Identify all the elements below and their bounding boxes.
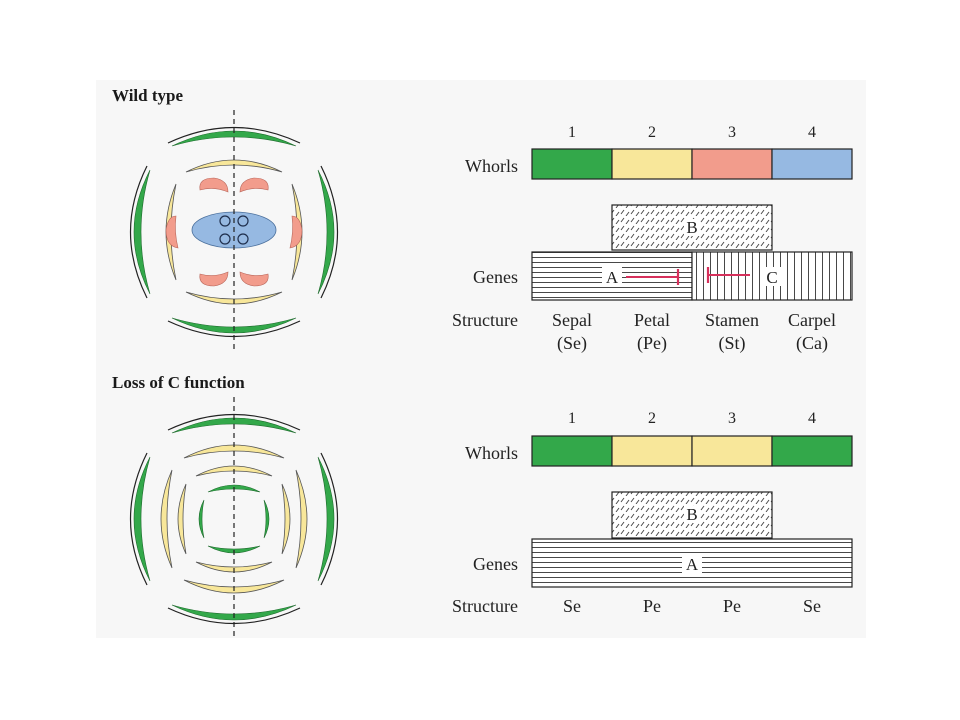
lc-sepal-bottom (171, 604, 297, 621)
wt-petal-arc-right (291, 183, 303, 281)
wt-abbrev-3: (St) (719, 333, 746, 354)
lc-structure-4: Se (803, 596, 821, 616)
c-represses-a-arrow (706, 267, 750, 283)
lc-whorl-number-3: 3 (728, 410, 736, 427)
wt-ovule-2 (237, 215, 249, 227)
lc-sepal-w4-right (263, 499, 270, 539)
wt-whorl-number-4: 4 (808, 124, 816, 141)
lc-petal-w3-right (281, 483, 291, 555)
wt-abbrev-1: (Se) (557, 333, 587, 354)
wt-whorls-label: Whorls (465, 156, 518, 176)
lc-whorls-label: Whorls (465, 443, 518, 463)
wt-genes-label: Genes (473, 267, 518, 287)
lc-structure-3: Pe (723, 596, 741, 616)
lc-gene-a-label: A (686, 555, 699, 574)
a-represses-c-arrow (626, 269, 680, 285)
wt-structure-3: Stamen (705, 310, 759, 330)
lc-petal-w2-left (160, 469, 173, 569)
wt-structure-4: Carpel (788, 310, 836, 330)
wt-stamen-5 (165, 215, 179, 249)
wt-ovule-3 (219, 233, 231, 245)
lc-whorl-box-1 (531, 435, 613, 467)
wt-stamen-2 (239, 177, 269, 193)
wt-sepal-bottom (171, 317, 297, 334)
wt-whorl-box-1 (531, 148, 613, 180)
wt-ovule-4 (237, 233, 249, 245)
loss-of-c-flower-diagram (129, 397, 339, 640)
lc-petal-w2-right (295, 469, 308, 569)
wt-petal-arc-top (185, 159, 283, 173)
wt-gene-c-label: C (766, 268, 777, 287)
wt-gene-a-label: A (606, 268, 619, 287)
lc-structure-label: Structure (452, 596, 518, 616)
wt-whorl-number-1: 1 (568, 124, 576, 141)
wt-petal-arc-bottom (185, 291, 283, 305)
lc-whorl-number-1: 1 (568, 410, 576, 427)
lc-sepal-top (171, 417, 297, 434)
lc-sepal-left (133, 456, 151, 582)
lc-whorl-box-4 (771, 435, 853, 467)
wt-sepal-left (133, 169, 151, 295)
lc-structure-2: Pe (643, 596, 661, 616)
wt-stamen-4 (239, 271, 269, 287)
lc-whorl-box-2 (611, 435, 693, 467)
lc-whorl-bar (531, 435, 853, 467)
wild-type-title: Wild type (112, 86, 183, 105)
wt-whorl-box-3 (691, 148, 773, 180)
lc-petal-w3-left (177, 483, 187, 555)
lc-whorl-number-2: 2 (648, 410, 656, 427)
wt-whorl-number-2: 2 (648, 124, 656, 141)
lc-gene-b-label: B (686, 505, 697, 524)
wt-gene-b-label: B (686, 218, 697, 237)
lc-petal-w3-bottom (195, 561, 273, 573)
wt-stamen-6 (289, 215, 303, 249)
lc-whorl-number-4: 4 (808, 410, 816, 427)
wild-type-flower-diagram (129, 110, 339, 352)
wt-structure-2: Petal (634, 310, 670, 330)
wt-sepal-top (171, 130, 297, 147)
wt-structure-label: Structure (452, 310, 518, 330)
lc-genes-label: Genes (473, 554, 518, 574)
wt-abbrev-2: (Pe) (637, 333, 667, 354)
wt-whorl-box-4 (771, 148, 853, 180)
lc-sepal-right (317, 456, 335, 582)
lc-whorl-box-3 (691, 435, 773, 467)
wt-sepal-right (317, 169, 335, 295)
wt-ovule-1 (219, 215, 231, 227)
lc-sepal-w4-bottom (207, 545, 261, 554)
lc-petal-w2-top (183, 444, 285, 459)
lc-structure-1: Se (563, 596, 581, 616)
wt-stamen-1 (199, 177, 229, 193)
wt-whorl-box-2 (611, 148, 693, 180)
wt-petal-arc-left (165, 183, 177, 281)
loss-of-c-title: Loss of C function (112, 373, 245, 392)
wt-stamen-3 (199, 271, 229, 287)
wt-whorl-number-3: 3 (728, 124, 736, 141)
lc-petal-w2-bottom (183, 579, 285, 594)
lc-sepal-w4-left (198, 499, 205, 539)
wt-abbrev-4: (Ca) (796, 333, 828, 354)
wt-structure-1: Sepal (552, 310, 592, 330)
wt-whorl-bar (531, 148, 853, 180)
